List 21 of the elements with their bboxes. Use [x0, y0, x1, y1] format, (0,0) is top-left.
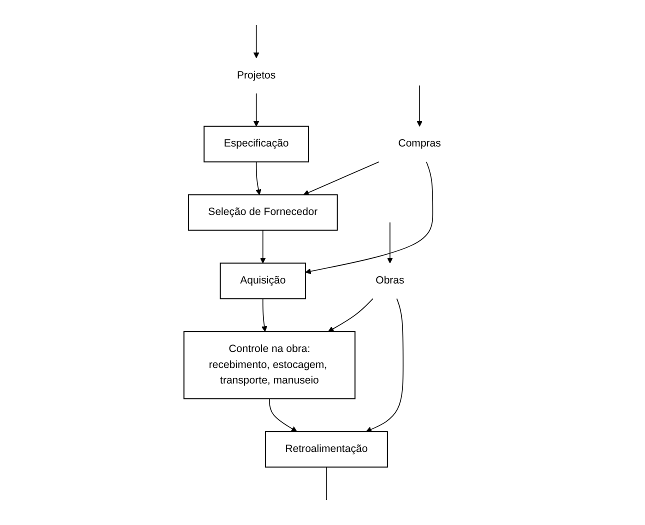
node-box: Retroalimentação: [265, 431, 388, 468]
arrow: [254, 93, 260, 127]
arrow: [366, 298, 404, 432]
arrow: [260, 230, 266, 264]
node-box: Especificação: [204, 126, 310, 162]
arrow: [328, 298, 374, 332]
arrow: [304, 161, 380, 196]
arrow: [254, 24, 260, 58]
arrow: [269, 398, 298, 432]
arrow: [387, 222, 394, 264]
arrow: [416, 85, 423, 127]
arrow: [256, 161, 262, 195]
node-text: Obras: [376, 275, 404, 286]
node-box: Aquisição: [220, 262, 306, 300]
node-text: Projetos: [237, 70, 276, 81]
arrow: [305, 161, 434, 274]
node-text: Compras: [398, 138, 442, 150]
node-box: Controle na obra: recebimento, estocagem, transporte, manuseio: [184, 331, 356, 400]
arrow: [262, 298, 268, 332]
node-box: Seleção de Fornecedor: [188, 194, 338, 231]
connector: [326, 466, 328, 500]
